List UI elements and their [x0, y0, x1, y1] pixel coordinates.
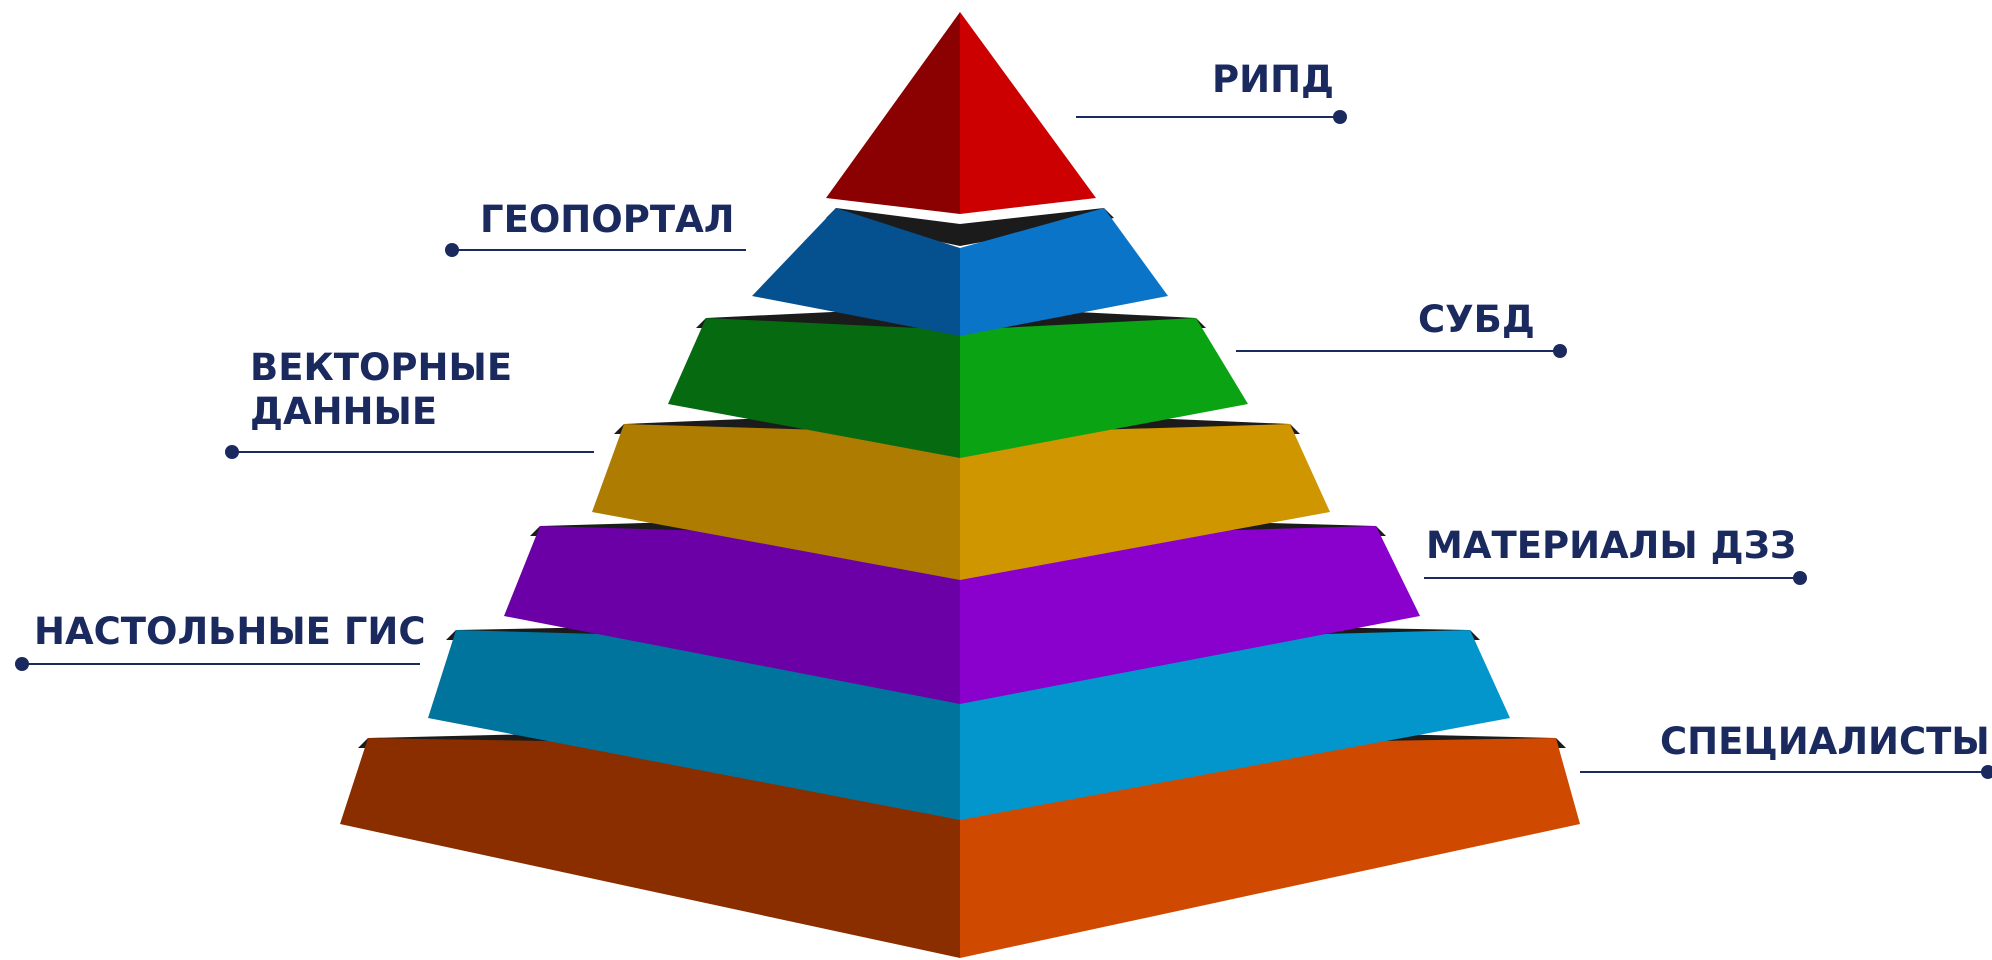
label-ripd: РИПД: [1212, 58, 1334, 102]
leader-dot-ripd: [1333, 110, 1347, 124]
leader-dot-vector-data: [225, 445, 239, 459]
label-materials-dzz: МАТЕРИАЛЫ ДЗЗ: [1426, 524, 1796, 568]
label-vector-data-line1: ВЕКТОРНЫЕ: [250, 346, 512, 390]
leader-dot-specialists: [1981, 765, 1992, 779]
leader-dot-materials-dzz: [1793, 571, 1807, 585]
pyramid-tiers: [340, 12, 1580, 958]
leader-dot-desktop-gis: [15, 657, 29, 671]
label-specialists: СПЕЦИАЛИСТЫ: [1660, 720, 1990, 764]
label-subd: СУБД: [1418, 298, 1535, 342]
label-vector-data: ВЕКТОРНЫЕ ДАННЫЕ: [250, 346, 512, 435]
apex-left-face: [826, 12, 960, 214]
label-geoportal: ГЕОПОРТАЛ: [480, 198, 734, 242]
label-desktop-gis: НАСТОЛЬНЫЕ ГИС: [34, 610, 426, 654]
leader-dot-geoportal: [445, 243, 459, 257]
leader-dot-subd: [1553, 344, 1567, 358]
label-vector-data-line2: ДАННЫЕ: [250, 390, 512, 434]
apex-right-face: [960, 12, 1096, 214]
